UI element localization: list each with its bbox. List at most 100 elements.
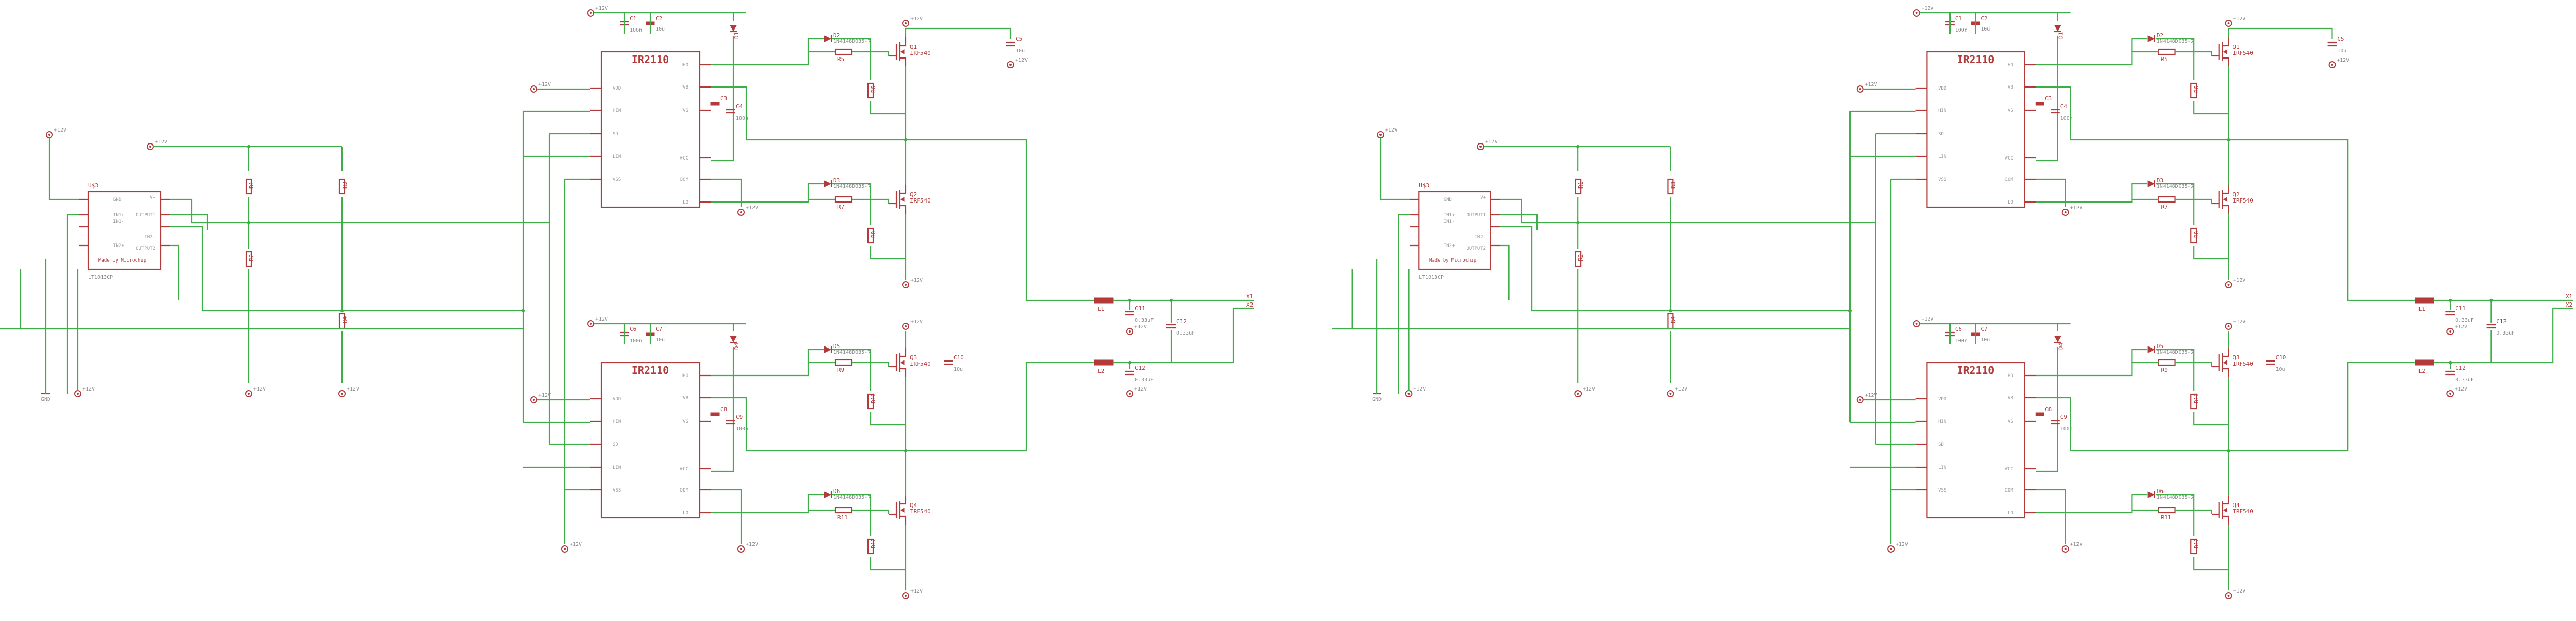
mosfet-arrow — [2223, 49, 2228, 54]
wire — [2193, 557, 2229, 571]
resistor-ref: R6 — [870, 86, 877, 93]
capacitor-ref: C3 — [2045, 95, 2052, 102]
wire — [2193, 101, 2229, 115]
capacitor-ref: C12 — [1176, 318, 1187, 325]
mosfet-drain — [900, 185, 907, 194]
comparator-pin-name: V+ — [150, 195, 155, 200]
mosfet-part: IRF540 — [2232, 508, 2253, 515]
wire — [871, 198, 890, 204]
comparator-pin-name: GND — [113, 197, 121, 203]
resistor — [1667, 178, 1674, 195]
wire — [2131, 183, 2148, 199]
mosfet-source — [2222, 368, 2229, 377]
wire — [711, 198, 835, 203]
driver-pin-name: HO — [682, 63, 688, 68]
diode — [824, 180, 832, 187]
wire — [170, 244, 180, 300]
comparator-note: Made by Microchip — [1429, 258, 1476, 263]
resistor — [245, 178, 252, 195]
comparator-pin-name: IN2+ — [113, 243, 124, 249]
diode — [2147, 491, 2155, 498]
mosfet-source — [2222, 205, 2229, 214]
capacitor-value: 100n — [736, 426, 748, 432]
resistor — [1575, 251, 1582, 267]
capacitor-ref: C10 — [953, 354, 964, 361]
mosfet-source — [900, 515, 907, 525]
driver-ic-body — [600, 51, 701, 208]
power-symbol — [1887, 545, 1895, 553]
wire — [2131, 494, 2148, 510]
power-symbol-center — [77, 393, 79, 395]
wire — [2433, 307, 2564, 364]
wire — [2228, 27, 2333, 39]
driver-ic-body — [600, 362, 701, 519]
mosfet-ref: Q3 — [910, 354, 917, 361]
inductor-ref: L2 — [2418, 368, 2425, 374]
diode — [2054, 336, 2061, 343]
mosfet-arrow — [900, 360, 905, 365]
comparator-pin-name: IN1- — [113, 219, 124, 224]
mosfet-ref: Q3 — [2232, 354, 2239, 361]
junction-dot — [2489, 298, 2493, 302]
comparator-part: LT1013CP — [88, 275, 113, 280]
electrolytic-capacitor — [2035, 412, 2044, 416]
wire — [170, 226, 523, 312]
driver-pin-name: COM — [2005, 488, 2013, 493]
power-label: +12V — [1134, 324, 1147, 330]
wire — [711, 86, 1104, 301]
comparator-pin-name: IN2- — [144, 235, 155, 240]
driver-pin-name: LO — [682, 200, 688, 205]
driver-pin-name: VSS — [1938, 488, 1946, 493]
capacitor-ref: C7 — [1981, 326, 1987, 333]
mosfet-source — [2222, 515, 2229, 525]
power-symbol — [737, 209, 745, 216]
resistor-ref: R9 — [2161, 367, 2168, 373]
wire — [832, 183, 872, 200]
diode-part: 1N4148DO35-7 — [2157, 350, 2194, 355]
wire — [2194, 198, 2212, 204]
power-label: +12V — [54, 127, 66, 133]
diode-part: 1N4148DO35-7 — [2157, 495, 2194, 500]
comparator-part: LT1013CP — [1419, 275, 1444, 280]
driver-pin-name: LO — [2008, 511, 2013, 516]
power-symbol-center — [1859, 399, 1861, 401]
mosfet-drain — [2222, 348, 2229, 357]
wire — [871, 362, 890, 367]
capacitor-value: 0.33uF — [2455, 377, 2474, 383]
power-symbol-center — [149, 146, 151, 148]
capacitor-ref: C2 — [1981, 15, 1987, 22]
power-symbol — [737, 545, 745, 553]
diode-part: 1N4148DO35-7 — [833, 495, 871, 500]
capacitor-value: 0.33uF — [1135, 377, 1154, 383]
power-symbol-center — [2227, 22, 2230, 24]
power-label: +12V — [1865, 393, 1877, 398]
comparator-pin-name: OUTPUT1 — [136, 213, 155, 218]
wire — [711, 509, 835, 514]
wire — [1379, 138, 1410, 200]
capacitor-value: 10u — [1981, 26, 1990, 32]
driver-pin-name: LIN — [1938, 154, 1946, 160]
driver-pin-name: VDD — [613, 397, 621, 402]
driver-pin-name: LIN — [613, 465, 621, 470]
wire — [2193, 246, 2229, 260]
output-terminal: X1 — [2566, 293, 2572, 300]
wire — [870, 246, 906, 260]
capacitor-value: 100n — [1955, 27, 1968, 33]
driver-pin-name: VCC — [2005, 467, 2013, 472]
junction-dot — [247, 221, 251, 225]
resistor — [867, 82, 874, 99]
mosfet-drain — [2222, 37, 2229, 47]
resistor-ref: R7 — [2161, 204, 2168, 210]
diode — [824, 491, 832, 498]
wire — [870, 557, 906, 571]
resistor — [2158, 359, 2176, 366]
power-label: +12V — [1385, 127, 1398, 133]
power-label: +12V — [2070, 205, 2083, 211]
comparator-pin-name: OUTPUT2 — [136, 246, 155, 251]
resistor-ref: R12 — [870, 538, 877, 548]
comparator-ic-body — [87, 191, 162, 270]
power-label: +12V — [347, 386, 359, 392]
power-label: +12V — [2455, 386, 2467, 392]
capacitor-ref: C10 — [2276, 354, 2286, 361]
